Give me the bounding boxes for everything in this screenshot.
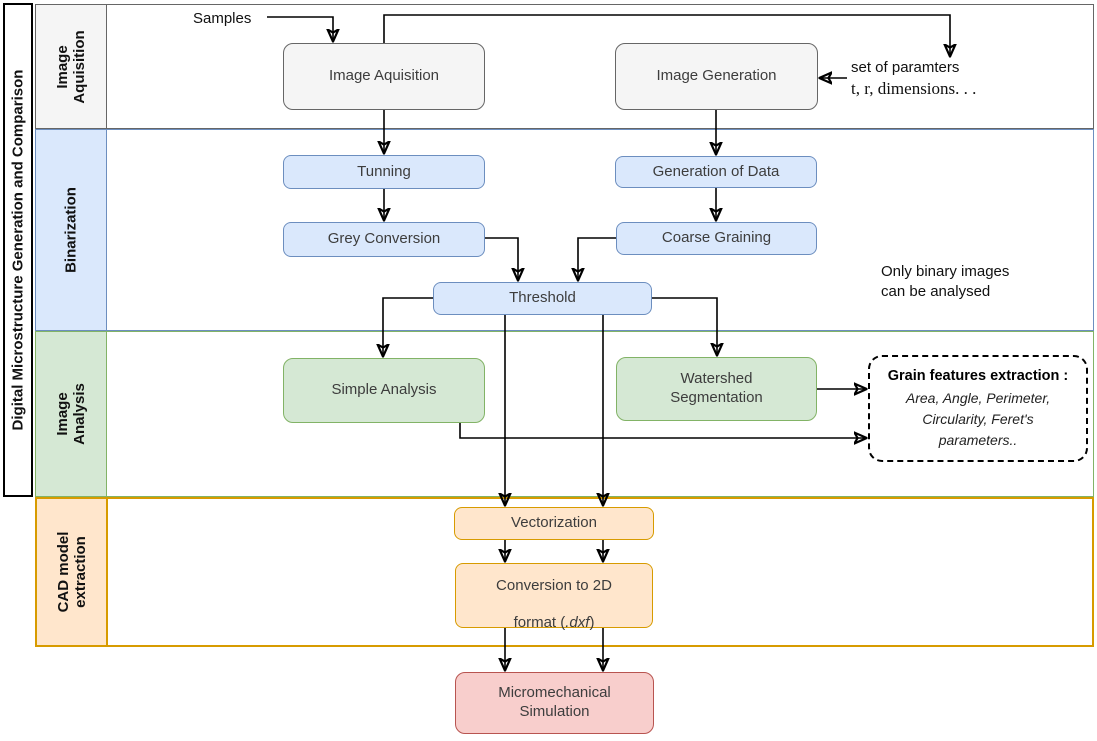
node-grey-conversion: Grey Conversion bbox=[283, 222, 485, 257]
node-image-generation: Image Generation bbox=[615, 43, 818, 110]
node-image-aquisition: Image Aquisition bbox=[283, 43, 485, 110]
set-of-parameters-line2: t, r, dimensions. . . bbox=[851, 78, 977, 98]
conversion-line2-prefix: format ( bbox=[513, 614, 566, 632]
only-binary-note: Only binary images can be analysed bbox=[881, 262, 1009, 302]
lane-image-aquisition-label: Image Aquisition bbox=[53, 29, 88, 104]
lane-image-aquisition-header: Image Aquisition bbox=[36, 5, 107, 128]
samples-label: Samples bbox=[193, 10, 252, 27]
conversion-dxf: .dxf bbox=[565, 614, 590, 632]
grain-features-title: Grain features extraction : bbox=[887, 368, 1069, 385]
conversion-label: Conversion to 2D format (.dxf) bbox=[496, 558, 612, 633]
node-coarse-graining: Coarse Graining bbox=[616, 222, 817, 255]
node-generation-of-data: Generation of Data bbox=[615, 156, 817, 188]
lane-image-analysis-label: Image Analysis bbox=[53, 383, 88, 445]
grain-features-line-3: parameters.. bbox=[938, 431, 1018, 448]
diagram-title: Digital Microstructure Generation and Co… bbox=[9, 69, 27, 431]
grain-features-line-1: Area, Angle, Perimeter, bbox=[905, 389, 1051, 406]
node-tunning: Tunning bbox=[283, 155, 485, 189]
only-binary-line2: can be analysed bbox=[881, 282, 991, 300]
node-conversion-to-2d: Conversion to 2D format (.dxf) bbox=[455, 563, 653, 631]
node-grain-features-extraction: Grain features extraction : Area, Angle,… bbox=[868, 355, 1088, 462]
lane-cad-model-extraction-label: CAD model extraction bbox=[54, 531, 89, 613]
diagram-title-box: Digital Microstructure Generation and Co… bbox=[3, 3, 33, 497]
node-simple-analysis: Simple Analysis bbox=[283, 358, 485, 423]
grain-features-line-2: Circularity, Feret's bbox=[922, 410, 1034, 427]
lane-image-analysis-header: Image Analysis bbox=[36, 332, 107, 496]
lane-binarization: Binarization bbox=[35, 129, 1094, 331]
conversion-line2-suffix: ) bbox=[589, 614, 595, 632]
set-of-parameters-line1: set of paramters bbox=[851, 59, 960, 76]
lane-binarization-header: Binarization bbox=[36, 130, 107, 330]
only-binary-line1: Only binary images bbox=[881, 263, 1010, 280]
node-watershed-segmentation: Watershed Segmentation bbox=[616, 357, 817, 421]
node-threshold: Threshold bbox=[433, 282, 652, 315]
node-micromechanical-simulation: Micromechanical Simulation bbox=[455, 672, 654, 734]
lane-cad-model-extraction-header: CAD model extraction bbox=[37, 499, 108, 645]
lane-binarization-label: Binarization bbox=[62, 187, 80, 273]
node-vectorization: Vectorization bbox=[454, 507, 654, 540]
conversion-line1: Conversion to 2D bbox=[496, 576, 612, 594]
set-of-parameters-note: set of paramters t, r, dimensions. . . bbox=[851, 58, 976, 100]
